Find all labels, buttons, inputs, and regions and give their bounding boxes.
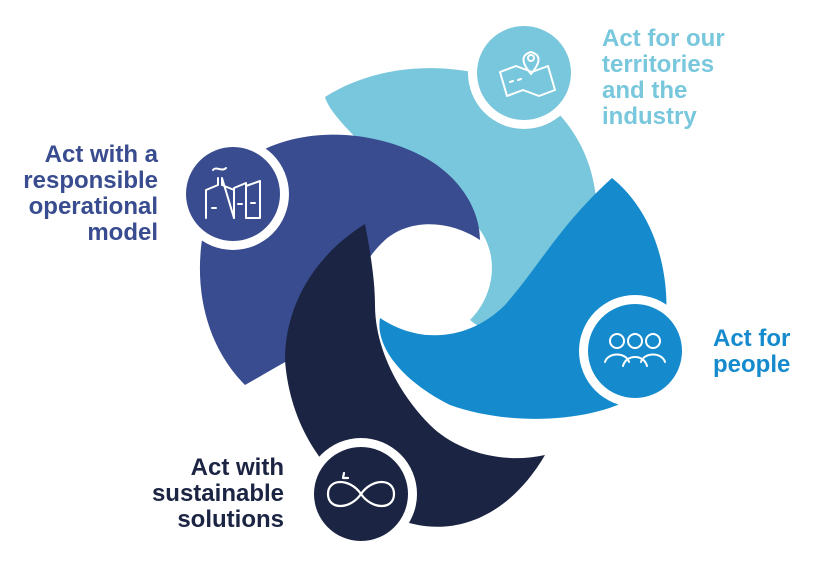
map-pin-icon xyxy=(468,17,580,129)
infinity-loop-icon xyxy=(305,438,417,550)
label-operational: Act with a responsible operational model xyxy=(23,141,158,246)
label-people: Act for people xyxy=(713,325,791,378)
people-icon xyxy=(579,295,691,407)
factory-icon xyxy=(177,138,289,250)
center-hole xyxy=(375,225,485,335)
label-solutions: Act with sustainable solutions xyxy=(151,454,284,533)
label-territories: Act for our territories and the industry xyxy=(602,25,725,130)
